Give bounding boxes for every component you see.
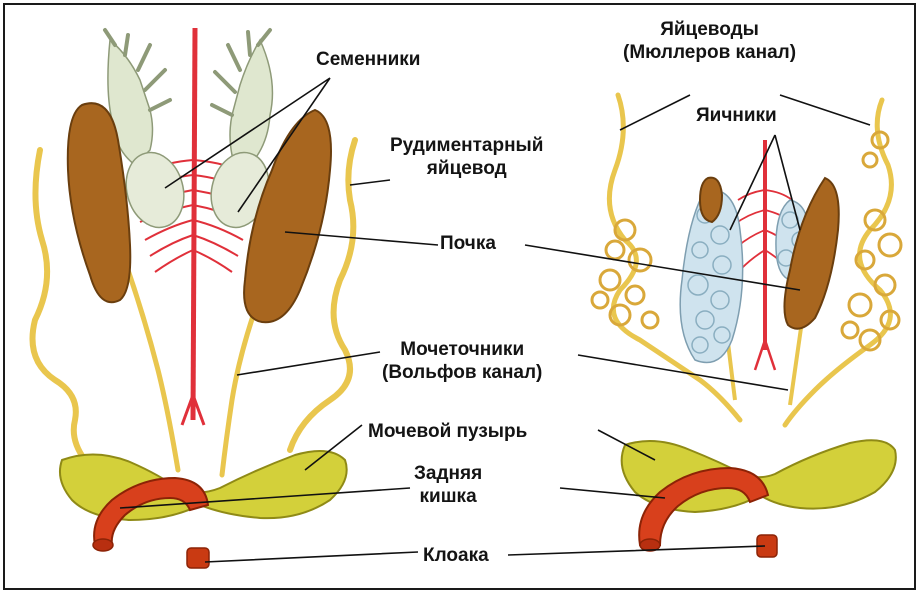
male-ureters [112, 225, 262, 475]
label-cloaca: Клоака [423, 544, 489, 567]
label-ovaries: Яичники [696, 104, 777, 127]
label-rudimentary-oviduct: Рудиментарный яйцевод [390, 134, 543, 180]
label-bladder: Мочевой пузырь [368, 420, 527, 443]
male-cloaca [187, 548, 209, 568]
label-oviducts: Яйцеводы (Мюллеров канал) [623, 18, 796, 64]
female-system [592, 95, 901, 557]
female-oviduct-coils [592, 132, 901, 350]
label-rudimentary-oviduct-line1: Рудиментарный [390, 134, 543, 157]
label-ureters-line2: (Вольфов канал) [382, 361, 542, 384]
label-ureters-line1: Мочеточники [382, 338, 542, 361]
label-oviducts-line2: (Мюллеров канал) [623, 41, 796, 64]
label-hindgut: Задняя кишка [414, 462, 482, 508]
label-kidney: Почка [440, 232, 496, 255]
male-testes [105, 30, 277, 234]
label-ureters: Мочеточники (Вольфов канал) [382, 338, 542, 384]
label-hindgut-line1: Задняя [414, 462, 482, 485]
label-hindgut-line2: кишка [414, 485, 482, 508]
label-oviducts-line1: Яйцеводы [623, 18, 796, 41]
male-system [33, 28, 356, 568]
label-testes: Семенники [316, 48, 420, 71]
male-kidneys [68, 103, 331, 322]
label-rudimentary-oviduct-line2: яйцевод [390, 157, 543, 180]
